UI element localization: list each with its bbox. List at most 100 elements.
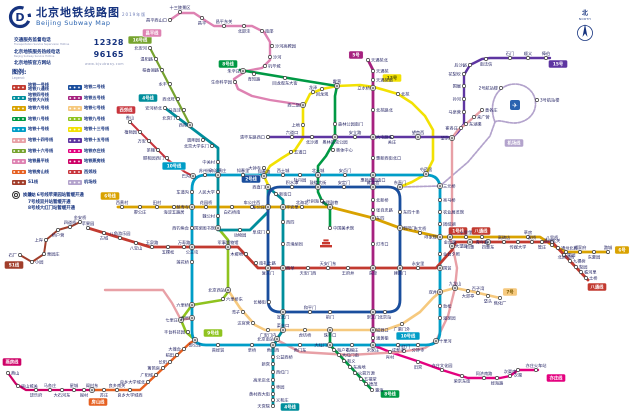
station-label: 管庄 <box>538 243 546 250</box>
transfer-station-icon <box>449 243 455 249</box>
station-dot <box>266 328 270 332</box>
station-label: 魏公村 <box>202 213 215 220</box>
station-dot <box>238 228 242 232</box>
transfer-station-inner <box>371 135 375 139</box>
station-label: 湾子 <box>232 309 240 316</box>
legend-line-swatch <box>68 116 82 122</box>
transfer-station-icon <box>467 239 473 245</box>
line-badge <box>88 397 108 407</box>
transfer-station-icon <box>370 309 376 315</box>
station-label: 惠新西街北口 <box>376 155 401 162</box>
station-label: 三元桥 <box>443 183 456 190</box>
line-badge <box>116 105 136 115</box>
transfer-station-icon <box>397 184 403 190</box>
station-label: 旧宫 <box>414 363 422 370</box>
transfer-station-icon <box>423 171 429 177</box>
legend-line-label: 地铁八号线 <box>28 115 49 121</box>
station-label: 西红门 <box>276 369 289 376</box>
transfer-station-icon <box>449 135 455 141</box>
station-label: 回龙观东大街 <box>272 79 297 86</box>
legend-line-swatch <box>68 148 82 154</box>
line-line14-west <box>103 288 194 322</box>
station-label: 牡丹园 <box>294 176 307 183</box>
station-dot <box>190 260 194 264</box>
station-label: 南锣鼓巷 <box>322 199 340 206</box>
transfer-station-icon <box>437 265 443 271</box>
station-label: 前门 <box>326 313 334 320</box>
transfer-station-icon <box>334 83 340 89</box>
station-label: 马各庄 <box>44 382 57 389</box>
station-label: 顺义 <box>524 51 533 57</box>
station-label: 北京大学东门 <box>184 143 209 150</box>
line-airport-loop <box>491 83 537 124</box>
station-label: 团结湖 <box>443 221 456 228</box>
station-dot <box>271 385 275 389</box>
station-dot <box>574 265 578 269</box>
station-label: 潘家园 <box>443 315 456 322</box>
transfer-station-icon <box>370 265 376 271</box>
transfer-station-inner <box>333 135 337 139</box>
station-label: 火箭万源 <box>358 370 376 377</box>
station-label: 沙河 <box>273 54 282 60</box>
line-badge <box>471 226 491 236</box>
station-dot <box>550 243 554 247</box>
transfer-station-icon <box>437 183 443 189</box>
station-label: 车公庄西 <box>244 199 261 206</box>
station-label: 达官营 <box>237 320 250 327</box>
transfer-station-inner <box>371 343 375 347</box>
station-label: 东湖渠 <box>469 121 482 128</box>
legend-item: 西郊线 <box>68 167 124 178</box>
tiananmen-icon <box>320 239 332 248</box>
station-label: 灵境胡同 <box>286 241 303 248</box>
station-label: 车公庄 <box>252 204 265 211</box>
station-dot <box>472 115 476 119</box>
station-label: 九龙山 <box>449 280 462 287</box>
station-label: 垡头 <box>484 297 492 304</box>
station-dot <box>48 388 52 392</box>
station-label: 崇文门 <box>367 313 380 320</box>
station-layer <box>6 10 610 408</box>
station-label: 颐和园西门 <box>143 155 164 162</box>
transfer-station-icon <box>261 173 267 179</box>
station-dot <box>182 347 186 351</box>
line-badge-label: 八通线 <box>590 284 605 291</box>
station-label: 花梨坎 <box>448 71 461 78</box>
station-label: 圆明园 <box>187 138 200 144</box>
info-label-zh: 北京地铁服务热线电话 <box>14 49 60 55</box>
station-dot <box>44 238 48 242</box>
transfer-station-icon <box>265 204 271 210</box>
station-label: 3号航站楼 <box>540 97 559 104</box>
station-dot <box>165 156 169 160</box>
station-dot <box>204 205 208 209</box>
legend-line-swatch <box>12 106 26 111</box>
station-dot <box>172 205 176 209</box>
station-label: 大望路 <box>455 243 468 250</box>
legend-line-label: 地铁十五号线 <box>84 137 110 143</box>
station-dot <box>544 56 548 60</box>
station-label: 次渠南 <box>504 368 517 375</box>
station-label: 八里桥 <box>546 234 559 241</box>
transfer-station-inner <box>271 343 275 347</box>
station-label: 草桥 <box>248 346 257 353</box>
station-label: 马连洼 <box>168 107 181 114</box>
compass-north-en: NORTH <box>578 17 592 21</box>
station-dot <box>262 166 266 170</box>
station-dot <box>480 108 484 112</box>
station-label: 宣武门 <box>277 313 290 320</box>
transfer-station-inner <box>438 266 442 270</box>
station-label: 巩华城 <box>268 63 281 70</box>
station-label: 菜市口 <box>277 322 290 329</box>
transfer-station-inner <box>90 388 94 392</box>
legend-line-swatch <box>12 95 26 101</box>
line-line13 <box>262 83 435 189</box>
line-line10 <box>190 173 442 347</box>
station-label: 大红门 <box>314 342 327 349</box>
line-changping <box>168 11 305 107</box>
station-label: 西局 <box>181 316 189 322</box>
transfer-station-inner <box>371 216 375 220</box>
station-dot <box>150 245 154 249</box>
line-badge-label: 4号线 <box>142 95 154 102</box>
station-label: 珠市口 <box>324 331 337 338</box>
station-dot <box>216 343 220 347</box>
station-label: 望京 <box>441 135 449 142</box>
